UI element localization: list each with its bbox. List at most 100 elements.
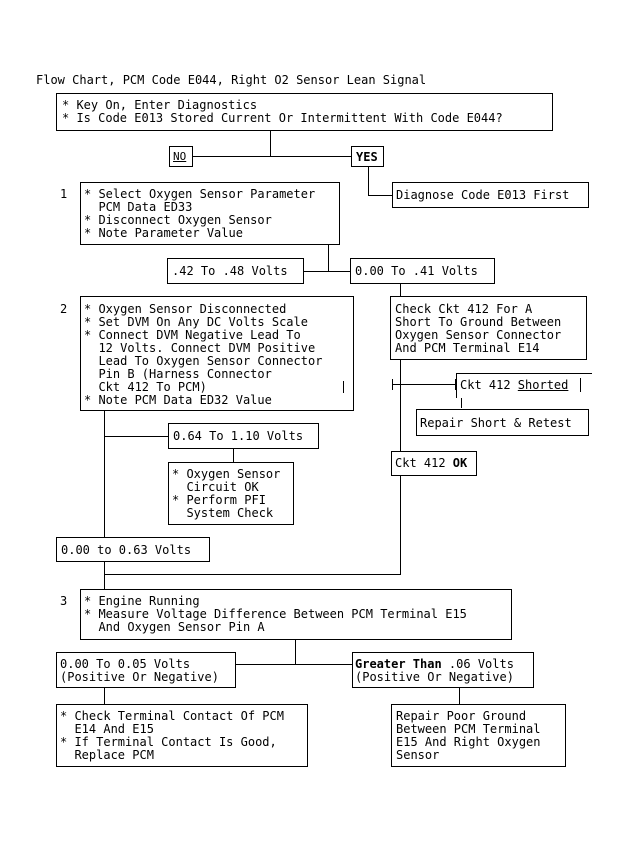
step-3-line: * Measure Voltage Difference Between PCM… [84,607,467,621]
connector [104,687,105,704]
greater-than-rest: .06 Volts [441,657,514,671]
connector [368,167,369,195]
no-label-box: NO [169,146,193,167]
step-1-line: PCM Data ED33 [84,200,193,214]
step-2-line: Lead To Oxygen Sensor Connector [84,354,323,368]
step-2-number: 2 [60,302,68,316]
connector [328,245,329,271]
range-000-005-line: (Positive Or Negative) [60,670,219,684]
step-2-line: * Connect DVM Negative Lead To [84,328,301,342]
step-2-line: * Note PCM Data ED32 Value [84,393,272,407]
ckt412-ok-box: Ckt 412 OK [391,451,477,476]
sensor-ok-line: * Perform PFI [172,493,266,507]
connector [233,449,234,463]
no-label: NO [173,150,187,163]
connector [304,271,350,272]
ckt412-shorted-prefix: Ckt 412 [460,378,518,392]
repair-ground-line: Between PCM Terminal [396,722,541,736]
range-000-005-line: 0.00 To 0.05 Volts [60,657,191,671]
ckt412-shorted-box: Ckt 412 Shorted [456,373,592,398]
check-terminal-line: Replace PCM [60,748,154,762]
check-terminal-box: * Check Terminal Contact Of PCM E14 And … [56,704,308,767]
range-000-005-box: 0.00 To 0.05 Volts (Positive Or Negative… [56,652,236,688]
connector [104,410,105,538]
step-3-line: And Oxygen Sensor Pin A [84,620,265,634]
step-2-line: * Set DVM On Any DC Volts Scale [84,315,308,329]
step-1-line: * Note Parameter Value [84,226,243,240]
step-3-line: * Engine Running [84,594,200,608]
connector [270,130,271,156]
connector [104,574,401,575]
connector [295,640,296,664]
ckt412-shorted-emph: Shorted [517,378,569,392]
greater-than-line-2: (Positive Or Negative) [355,670,514,684]
greater-than-box: Greater Than .06 Volts (Positive Or Nega… [352,652,534,688]
step-2-box: * Oxygen Sensor Disconnected * Set DVM O… [80,296,354,411]
check-terminal-line: * If Terminal Contact Is Good, [60,735,277,749]
sensor-ok-line: Circuit OK [172,480,259,494]
range-042-048-box: .42 To .48 Volts [167,258,304,284]
ckt412-ok-emph: OK [452,456,468,470]
sensor-ok-box: * Oxygen Sensor Circuit OK * Perform PFI… [168,462,294,525]
range-064-110-text: 0.64 To 1.10 Volts [173,429,304,443]
connector [193,156,351,157]
ckt412-ok-prefix: Ckt 412 [395,456,453,470]
connector [236,664,352,665]
check-ckt412-line: Oxygen Sensor Connector [395,328,562,342]
diagnose-e013-text: Diagnose Code E013 First [396,188,570,202]
range-000-063-text: 0.00 to 0.63 Volts [61,543,192,557]
text-cursor-mark [343,381,344,393]
range-042-048-text: .42 To .48 Volts [172,264,288,278]
connector [104,562,105,594]
yes-label: YES [356,150,378,164]
connector [368,195,392,196]
range-000-063-box: 0.00 to 0.63 Volts [56,537,210,562]
check-terminal-line: E14 And E15 [60,722,154,736]
step-2-line: Pin B (Harness Connector [84,367,272,381]
connector [392,384,456,385]
step-3-number: 3 [60,594,68,608]
step-1-line: * Select Oxygen Sensor Parameter [84,187,316,201]
yes-label-box: YES [351,146,384,167]
connector [104,436,168,437]
check-ckt412-box: Check Ckt 412 For A Short To Ground Betw… [390,296,587,360]
ckt412-shorted-text: Ckt 412 Shorted [460,379,568,392]
repair-ground-line: E15 And Right Oxygen [396,735,541,749]
step-1-line: * Disconnect Oxygen Sensor [84,213,272,227]
connector [400,283,401,298]
start-line-2: * Is Code E013 Stored Current Or Intermi… [62,111,503,125]
connector [392,379,393,390]
step-2-line: 12 Volts. Connect DVM Positive [84,341,316,355]
text-cursor-mark [580,378,581,392]
chart-title: Flow Chart, PCM Code E044, Right O2 Sens… [36,73,427,87]
check-ckt412-line: And PCM Terminal E14 [395,341,540,355]
greater-than-line-1: Greater Than .06 Volts [355,658,514,671]
sensor-ok-line: System Check [172,506,274,520]
connector [400,476,401,574]
connector [461,397,462,408]
greater-than-emph: Greater Than [355,657,442,671]
step-3-box: * Engine Running * Measure Voltage Diffe… [80,589,512,640]
repair-ground-box: Repair Poor Ground Between PCM Terminal … [391,704,566,767]
range-064-110-box: 0.64 To 1.10 Volts [168,423,319,449]
step-1-number: 1 [60,187,68,201]
ckt412-ok-text: Ckt 412 OK [395,457,467,470]
range-000-041-box: 0.00 To .41 Volts [350,258,495,284]
start-box: * Key On, Enter Diagnostics * Is Code E0… [56,93,553,131]
repair-ground-line: Repair Poor Ground [396,709,527,723]
diagnose-e013-box: Diagnose Code E013 First [392,182,589,208]
connector [455,379,456,390]
check-ckt412-line: Check Ckt 412 For A [395,302,533,316]
check-terminal-line: * Check Terminal Contact Of PCM [60,709,284,723]
sensor-ok-line: * Oxygen Sensor [172,467,281,481]
range-000-041-text: 0.00 To .41 Volts [355,264,478,278]
step-2-line: Ckt 412 To PCM) [84,380,207,394]
connector [400,360,401,452]
step-1-box: * Select Oxygen Sensor Parameter PCM Dat… [80,182,340,245]
connector [459,688,460,704]
start-line-1: * Key On, Enter Diagnostics [62,98,258,112]
step-2-line: * Oxygen Sensor Disconnected [84,302,287,316]
repair-short-box: Repair Short & Retest [416,409,589,436]
repair-short-text: Repair Short & Retest [420,416,572,430]
